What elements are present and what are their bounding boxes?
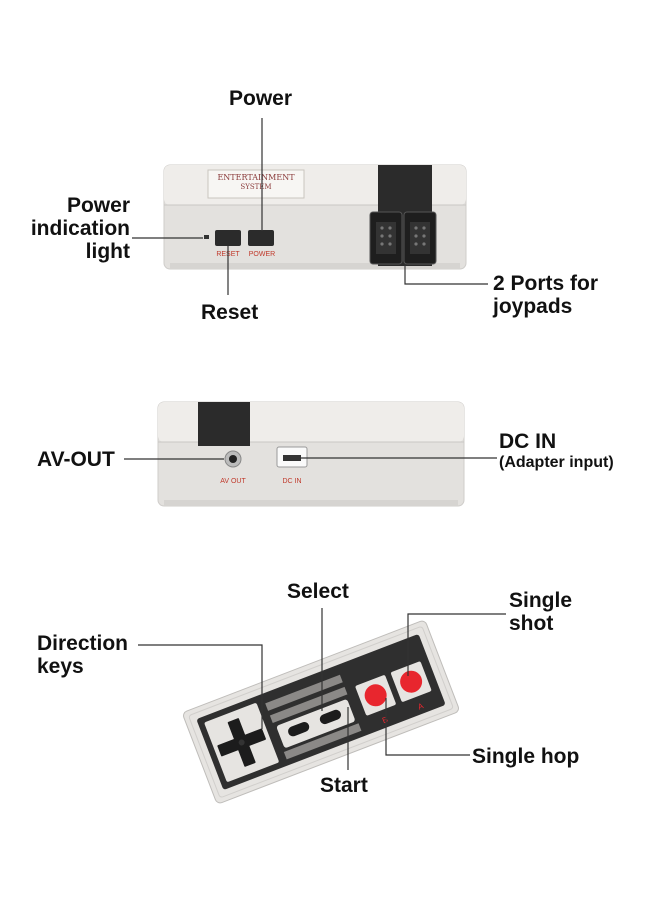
power-button bbox=[248, 230, 274, 246]
d-pad bbox=[217, 718, 266, 767]
power-led bbox=[204, 235, 209, 239]
controller: B A bbox=[183, 620, 459, 804]
label-direction-keys: Direction keys bbox=[37, 632, 129, 678]
console-back: AV OUT DC IN bbox=[124, 401, 497, 507]
reset-button bbox=[215, 230, 241, 246]
label-dc-in: DC IN bbox=[499, 430, 557, 453]
badge-line1: ENTERTAINMENT bbox=[217, 173, 295, 182]
av-marking: AV OUT bbox=[220, 478, 246, 485]
b-marking: B bbox=[381, 715, 389, 725]
label-adapter-input: (Adapter input) bbox=[499, 454, 614, 471]
a-button bbox=[400, 670, 423, 693]
label-start: Start bbox=[320, 774, 368, 797]
b-button bbox=[364, 684, 387, 707]
label-reset: Reset bbox=[201, 301, 259, 324]
back-leader-lines bbox=[124, 457, 497, 460]
label-select: Select bbox=[287, 580, 349, 603]
controller-port-2 bbox=[410, 222, 430, 254]
badge-line2: SYSTEM bbox=[240, 183, 271, 191]
start-button bbox=[319, 709, 342, 725]
back-dark-block bbox=[198, 402, 250, 446]
a-marking: A bbox=[417, 701, 426, 712]
front-leader-lines bbox=[132, 118, 488, 295]
label-single-shot: Single shot bbox=[509, 589, 573, 635]
label-single-hop: Single hop bbox=[472, 745, 580, 768]
label-power-indication-light: Power indication light bbox=[30, 194, 130, 263]
controller-port-1 bbox=[376, 222, 396, 254]
select-button bbox=[288, 721, 310, 737]
power-marking: POWER bbox=[249, 251, 275, 258]
label-power: Power bbox=[229, 87, 293, 110]
label-av-out: AV-OUT bbox=[37, 448, 115, 471]
badge-plate bbox=[207, 169, 305, 199]
dc-marking: DC IN bbox=[282, 478, 301, 485]
console-front: ENTERTAINMENT SYSTEM RESET POWER bbox=[132, 118, 488, 295]
controller-leader-lines bbox=[138, 608, 506, 770]
label-joypad-ports: 2 Ports for joypads bbox=[493, 272, 599, 318]
